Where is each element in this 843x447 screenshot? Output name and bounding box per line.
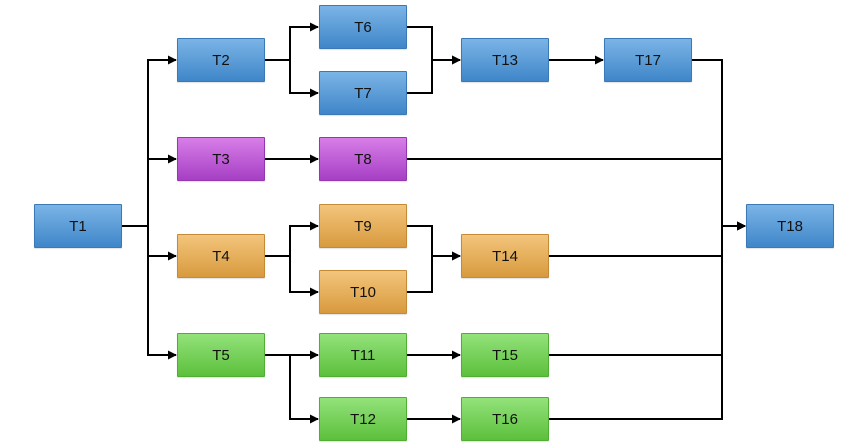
- task-node-t14[interactable]: T14: [461, 234, 549, 278]
- task-label: T15: [492, 346, 518, 364]
- edge-t16-t18: [549, 221, 746, 420]
- task-label: T2: [212, 51, 230, 69]
- task-label: T3: [212, 150, 230, 168]
- task-label: T5: [212, 346, 230, 364]
- task-label: T14: [492, 247, 518, 265]
- edge-t8-t18: [407, 158, 746, 231]
- task-node-t8[interactable]: T8: [319, 137, 407, 181]
- edge-t1-t5: [122, 225, 177, 360]
- task-node-t11[interactable]: T11: [319, 333, 407, 377]
- task-node-t9[interactable]: T9: [319, 204, 407, 248]
- edge-t17-t18: [692, 59, 746, 231]
- task-node-t1[interactable]: T1: [34, 204, 122, 248]
- task-node-t10[interactable]: T10: [319, 270, 407, 314]
- task-node-t3[interactable]: T3: [177, 137, 265, 181]
- edge-t7-t13: [407, 55, 461, 94]
- task-label: T16: [492, 410, 518, 428]
- task-label: T7: [354, 84, 372, 102]
- edge-t9-t14: [407, 225, 461, 261]
- task-label: T11: [350, 346, 376, 364]
- task-label: T4: [212, 247, 230, 265]
- task-label: T18: [777, 217, 803, 235]
- edge-t2-t7: [265, 59, 319, 98]
- edge-t10-t14: [407, 251, 461, 293]
- task-label: T12: [350, 410, 376, 428]
- edge-t4-t10: [265, 255, 319, 297]
- task-node-t12[interactable]: T12: [319, 397, 407, 441]
- task-node-t7[interactable]: T7: [319, 71, 407, 115]
- edge-t5-t12: [265, 354, 319, 424]
- task-node-t13[interactable]: T13: [461, 38, 549, 82]
- edge-t15-t18: [549, 221, 746, 356]
- task-label: T17: [635, 51, 661, 69]
- task-label: T9: [354, 217, 372, 235]
- edge-t14-t18: [549, 221, 746, 257]
- task-node-t2[interactable]: T2: [177, 38, 265, 82]
- task-node-t17[interactable]: T17: [604, 38, 692, 82]
- edge-t4-t9: [265, 221, 319, 257]
- edge-t2-t6: [265, 22, 319, 61]
- task-node-t5[interactable]: T5: [177, 333, 265, 377]
- task-label: T10: [350, 283, 376, 301]
- task-node-t16[interactable]: T16: [461, 397, 549, 441]
- task-label: T6: [354, 18, 372, 36]
- edge-t6-t13: [407, 26, 461, 65]
- edge-t1-t3: [122, 154, 177, 227]
- task-node-t6[interactable]: T6: [319, 5, 407, 49]
- task-label: T8: [354, 150, 372, 168]
- task-node-t15[interactable]: T15: [461, 333, 549, 377]
- task-node-t18[interactable]: T18: [746, 204, 834, 248]
- task-node-t4[interactable]: T4: [177, 234, 265, 278]
- task-label: T13: [492, 51, 518, 69]
- task-label: T1: [69, 217, 87, 235]
